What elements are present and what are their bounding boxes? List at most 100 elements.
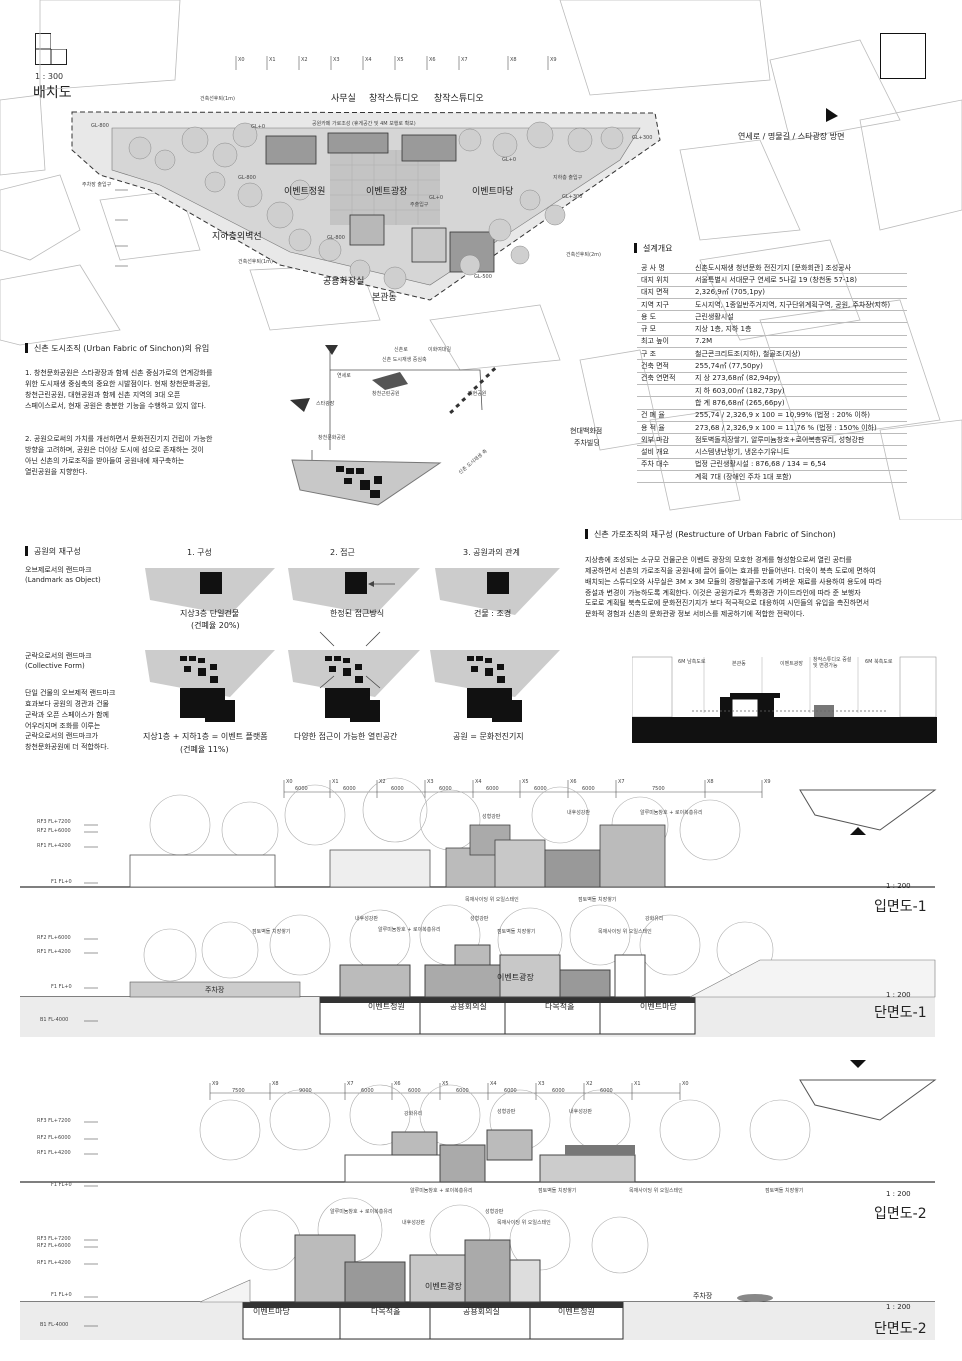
grid-top-x5: X5 [397, 57, 404, 63]
s1-note-d: 점토벽돌 치장쌓기 [252, 929, 291, 935]
e2-dim-2: 6000 [361, 1088, 374, 1094]
e2-dim-7: 6000 [600, 1088, 613, 1094]
park-col-1: 1. 구성 [187, 548, 212, 557]
s1-note-g: 강화유리 [645, 916, 664, 922]
rs-label-e: 6M 북측도로 [865, 659, 893, 665]
map-label-k: 주차빌딩 [574, 439, 600, 447]
grid-top-x9: X9 [550, 57, 557, 63]
site-scale: 1 : 300 [35, 72, 64, 81]
e2-grid-3: X6 [394, 1081, 401, 1087]
e2-note-g: 점토벽돌 치장쌓기 [765, 1188, 804, 1194]
s2-scale: 1 : 200 [886, 1303, 911, 1311]
e1-dim-2: 6000 [391, 786, 404, 792]
e1-dim-6: 6000 [582, 786, 595, 792]
restructure-title: 신촌 가로조직의 재구성 (Restructure of Urban Fabri… [585, 529, 836, 540]
e2-grid-5: X4 [490, 1081, 497, 1087]
s1-note-e: 점토벽돌 치장쌓기 [497, 929, 536, 935]
s1-note-f: 목재사이딩 위 오일스테인 [598, 929, 652, 935]
site-gl-a: GL-800 [91, 123, 109, 129]
e2-grid-2: X7 [347, 1081, 354, 1087]
park-col-2: 2. 접근 [330, 548, 355, 557]
e2-note-a: 강화유리 [404, 1111, 423, 1117]
e1-dim-1: 6000 [343, 786, 356, 792]
site-gl-g: GL+0 [429, 195, 444, 201]
s2-title: 단면도-2 [874, 1321, 927, 1337]
s1-room-yard: 이벤트마당 [640, 1002, 677, 1011]
e2-rf2: RF2 FL+6000 [37, 1135, 71, 1141]
s1-room-garden: 이벤트정원 [368, 1002, 405, 1011]
e1-dim-3: 6000 [439, 786, 452, 792]
spec-title: 설계개요 [634, 243, 672, 254]
grid-top-x4: X4 [365, 57, 372, 63]
s1-rf1: RF1 FL+4200 [37, 949, 71, 955]
site-label-setback-2: 건축선후퇴(1m) [238, 259, 273, 265]
e2-scale: 1 : 200 [886, 1190, 911, 1198]
e1-grid-4: X4 [475, 779, 482, 785]
park-c3r1: 건물 : 조경 [474, 609, 512, 618]
map-label-c: 신촌 도시재생 중심축 [382, 357, 427, 363]
e1-grid-1: X1 [332, 779, 339, 785]
e1-rf1: RF1 FL+4200 [37, 843, 71, 849]
e1-dim-5: 6000 [534, 786, 547, 792]
s1-note-a: 내후성강판 [355, 916, 379, 922]
park-row1-sub: (Landmark as Object) [25, 576, 101, 584]
e2-grid-6: X3 [538, 1081, 545, 1087]
site-gl-b: GL+0 [251, 124, 266, 130]
map-label-e: 창천근린공원 [372, 391, 400, 397]
e1-note-c: 알루미늄창호 + 로이복층유리 [640, 810, 703, 816]
s1-rf2: RF2 FL+6000 [37, 935, 71, 941]
s1-note-b: 알루미늄창호 + 로이복층유리 [378, 927, 441, 933]
e1-rf3: RF3 FL+7200 [37, 819, 71, 825]
e2-rf3: RF3 FL+7200 [37, 1118, 71, 1124]
e1-grid-5: X5 [522, 779, 529, 785]
park-c1r2b: (건폐율 11%) [180, 745, 229, 754]
e2-note-f: 목재사이딩 위 오일스테인 [629, 1188, 683, 1194]
grid-top-x8: X8 [510, 57, 517, 63]
s1-scale: 1 : 200 [886, 991, 911, 999]
site-gl-h: GL+300 [562, 194, 583, 200]
e2-rf1: RF1 FL+4200 [37, 1150, 71, 1156]
e1-grid-7: X7 [618, 779, 625, 785]
e1-grid-3: X3 [427, 779, 434, 785]
site-gl-c: GL+300 [632, 135, 653, 141]
e2-note-d: 알루미늄창호 + 로이복층유리 [410, 1188, 473, 1194]
park-c2r2: 다양한 접근이 가능한 열린공간 [294, 732, 398, 741]
e1-scale: 1 : 200 [886, 882, 911, 890]
site-label-main-bldg: 본관동 [372, 293, 397, 303]
e2-note-b: 성형강판 [497, 1109, 516, 1115]
spec-row: 합 계 876,68㎡ (265,66py) [637, 396, 907, 410]
e2-title: 입면도-2 [874, 1206, 927, 1222]
restructure-body: 지상층에 조성되는 소규모 건물군은 이벤트 광장의 모호한 경계를 형성함으로… [585, 556, 882, 619]
site-label-event-plaza: 이벤트광장 [366, 187, 408, 197]
grid-top-x1: X1 [269, 57, 276, 63]
site-plan-title: 배치도 [33, 85, 72, 101]
site-label-setback-1: 건축선후퇴(1m) [200, 96, 235, 102]
e1-title: 입면도-1 [874, 899, 927, 915]
park-row2-sub: (Collective Form) [25, 662, 85, 670]
park-c3r2: 공원 = 문화전진기지 [453, 732, 524, 741]
orientation-label: 연세로 / 명물길 / 스타광장 방면 [738, 132, 845, 141]
e1-grid-8: X8 [707, 779, 714, 785]
rs-label-d: 창작스튜디오 증설 및 변경가능 [813, 657, 852, 669]
s2-room-garden: 이벤트정원 [558, 1307, 595, 1316]
e1-grid-2: X2 [379, 779, 386, 785]
map-label-d: 연세로 [337, 373, 351, 379]
rs-label-a: 6M 남측도로 [678, 659, 706, 665]
grid-top-x7: X7 [461, 57, 468, 63]
site-label-b1-wall: 지하층외벽선 [212, 232, 262, 242]
spec-row: 지 하 603,00㎡ (182,73py) [637, 384, 907, 398]
e2-note-e: 점토벽돌 치장쌓기 [538, 1188, 577, 1194]
e2-f1: F1 FL+0 [51, 1182, 72, 1188]
